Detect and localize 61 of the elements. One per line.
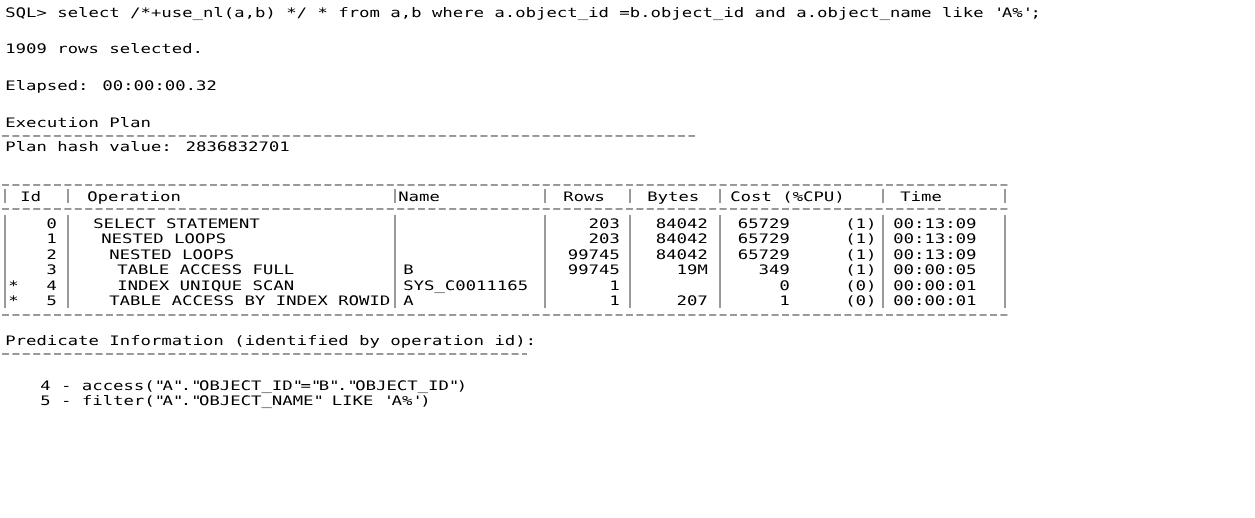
table-cell: 4 [47,280,56,290]
column-header: Operation [88,191,180,204]
table-cell: 5 [47,295,56,306]
column-header: Time [900,191,941,202]
table-cell: B [404,264,413,274]
table-cell: 1 [611,280,619,290]
column-header: Rows [564,191,604,202]
table-cell: 84042 [656,218,707,229]
table-cell: NESTED LOOPS [110,249,233,260]
table-cell: INDEX UNIQUE SCAN [118,280,293,292]
table-cell: 00:13:09 [894,249,976,260]
section-heading: Predicate Information (identified by operation id): [6,335,532,348]
table-cell: 99745 [568,264,619,275]
table-cell: 00:13:09 [894,233,976,244]
table-cell: 2 [47,249,56,259]
table-cell: 65729 [738,249,789,260]
table-cell: (1) [848,264,873,276]
command-line: SQL> select /*+use_nl(a,b) */ * from a,b where a.object_id =b.object_id and a.object_name like 'A%'; [6,7,1037,21]
table-cell: 00:13:09 [894,218,976,229]
table-cell: 1 [611,295,619,305]
table-cell: 65729 [738,233,789,244]
table-cell: 203 [589,233,619,244]
table-cell: 84042 [656,249,707,260]
table-cell: 0 [47,218,56,229]
table-cell: SELECT STATEMENT [94,218,260,229]
table-cell: SYS_C0011165 [404,280,527,294]
table-cell: (1) [848,233,873,245]
column-header: Bytes [648,191,698,204]
table-cell: 00:00:01 [894,295,976,306]
column-header: Cost (%CPU) [731,191,842,203]
table-cell: (1) [848,218,873,230]
table-cell: 99745 [568,249,619,260]
table-cell: (1) [848,249,873,261]
predicate-marker: * [9,295,18,302]
column-header: Name [399,191,439,202]
table-cell: NESTED LOOPS [102,233,225,244]
table-cell: (0) [848,295,873,307]
table-cell: TABLE ACCESS FULL [117,264,294,275]
table-cell: (0) [848,280,873,292]
predicate-marker: * [9,280,18,287]
table-cell: 207 [677,295,707,306]
table-cell: 203 [589,218,619,229]
table-cell: 00:00:05 [894,264,976,275]
table-cell: 0 [780,280,789,291]
table-cell: 84042 [656,233,707,244]
column-header: Id [21,191,40,202]
table-cell: 1 [781,295,789,305]
table-cell: 3 [47,264,56,275]
table-cell: 00:00:01 [894,280,976,291]
table-cell: 65729 [738,218,789,229]
output-line: 1909 rows selected. [7,43,199,54]
predicate-line: 4 - access("A"."OBJECT_ID"="B"."OBJECT_ID") [41,380,464,394]
table-cell: TABLE ACCESS BY INDEX ROWID [109,295,390,306]
output-line: Plan hash value: 2836832701 [6,141,289,152]
predicate-line: 5 - filter("A"."OBJECT_NAME" LIKE 'A%') [41,395,428,409]
table-cell: 19M [678,264,708,275]
table-cell: 1 [48,233,56,243]
table-cell: A [403,295,414,305]
section-heading: Execution Plan [6,117,150,128]
table-cell: 349 [759,264,789,275]
output-line: Elapsed: 00:00:00.32 [6,80,216,93]
